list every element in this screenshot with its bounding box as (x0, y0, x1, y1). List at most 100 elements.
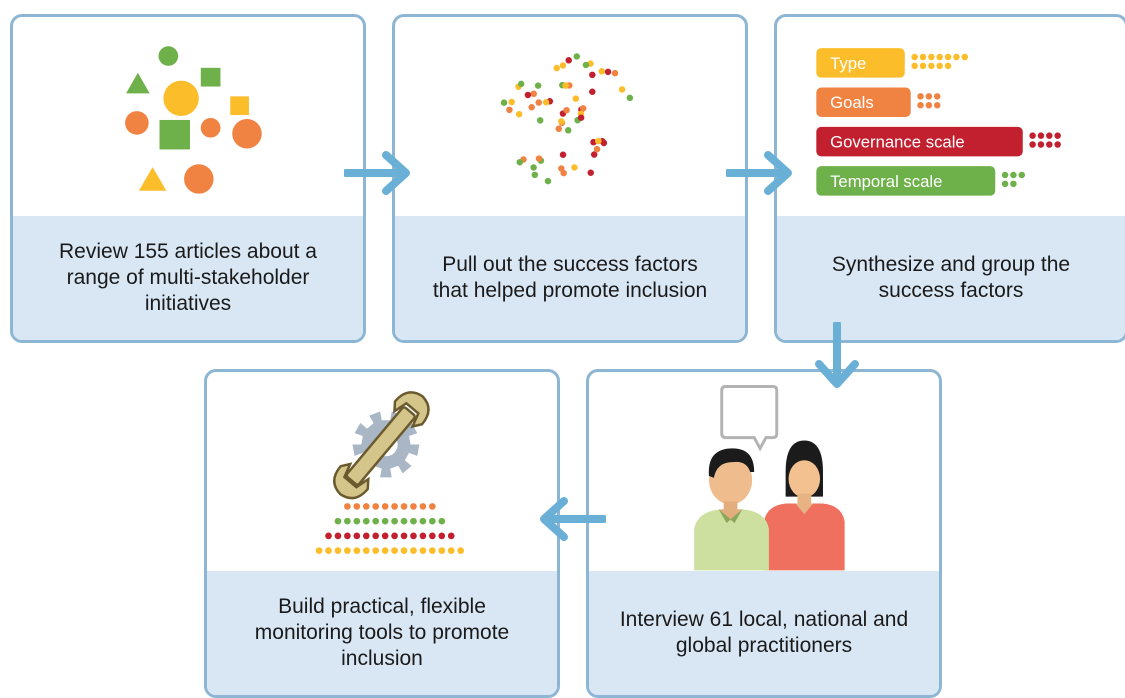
stack-dot (391, 547, 398, 554)
stack-dot (381, 517, 389, 525)
stack-dot (381, 547, 389, 554)
scatter-dot (565, 57, 572, 64)
scatter-dot (528, 104, 535, 111)
scatter-dot (593, 145, 601, 153)
stack-dot (428, 547, 436, 554)
stack-dot (438, 532, 446, 540)
factor-dot (936, 53, 943, 61)
stack-dot (325, 532, 332, 540)
stack-dot (410, 517, 417, 525)
factor-dot (1046, 141, 1053, 148)
factor-dot (917, 101, 924, 109)
stack-dot (362, 503, 370, 510)
scatter-dot (536, 117, 544, 124)
scatter-dot (611, 69, 619, 77)
stack-dot (344, 547, 351, 554)
stack-dot (334, 517, 342, 525)
factor-dot (1054, 132, 1061, 139)
stack-dot (410, 547, 417, 554)
factor-dot (961, 53, 969, 61)
stack-dot (325, 547, 332, 554)
stack-dot (381, 503, 389, 510)
stack-dot (400, 547, 408, 554)
scatter-dot (564, 127, 572, 134)
factor-group-type: Type (816, 48, 905, 78)
scatter-dot (563, 106, 570, 114)
stack-dot (438, 547, 446, 554)
arrow-left-icon (540, 497, 606, 541)
scatter-dot (562, 82, 569, 89)
stack-dot (419, 547, 427, 554)
stack-dot (447, 547, 455, 554)
scatter-dot (559, 62, 567, 69)
step-card-success-factors: Pull out the success factors that helped… (392, 14, 748, 343)
scatter-dot (524, 91, 532, 99)
factor-dot (953, 53, 960, 61)
scatter-dot (579, 105, 587, 112)
scatter-dot (544, 177, 552, 185)
scatter-dot (535, 99, 542, 106)
scatter-dot (530, 164, 537, 171)
stack-dot (410, 532, 417, 540)
factor-dot (944, 53, 952, 61)
stack-dot (419, 503, 427, 510)
scatter-dot (558, 118, 565, 125)
scatter-dot (587, 169, 594, 176)
factor-dot (1001, 171, 1009, 179)
arrow-down-icon (815, 322, 859, 388)
factor-dot (919, 53, 927, 61)
scatter-dot (534, 82, 542, 89)
scatter-dot (555, 125, 563, 133)
factor-group-temporal-scale: Temporal scale (816, 166, 996, 196)
stack-dot (391, 503, 398, 510)
stack-dot (372, 547, 380, 554)
stack-dot (362, 547, 370, 554)
stacked-dots-icon (315, 503, 464, 554)
step-card-review-articles: Review 155 articles about a range of mul… (10, 14, 366, 343)
scatter-dot (626, 94, 634, 102)
scatter-dot (572, 95, 580, 102)
factor-dot (928, 53, 935, 61)
scatter-dot (595, 137, 602, 145)
stack-dot (428, 532, 436, 540)
step-card-interview: Interview 61 local, national and global … (586, 369, 942, 698)
stack-dot (410, 503, 417, 510)
stack-dot (400, 517, 408, 525)
people-icon (694, 440, 845, 571)
stack-dot (400, 532, 408, 540)
factor-dot (911, 62, 918, 70)
factor-dot (1018, 171, 1026, 179)
grouped-bars-icon: Type Goals Governance scale Temporal sca… (816, 48, 1061, 196)
factor-label: Temporal scale (830, 172, 942, 191)
factor-dot (917, 93, 924, 100)
factor-dot (933, 101, 941, 109)
factor-dot (1054, 141, 1061, 148)
factor-dot (925, 93, 933, 100)
scatter-dot (535, 155, 543, 162)
stack-dot (353, 547, 361, 554)
scatter-dot (590, 151, 598, 158)
scatter-dot (506, 106, 513, 114)
stack-dot (419, 532, 427, 540)
wrench-icon (333, 391, 430, 500)
step-caption: Pull out the success factors that helped… (395, 216, 745, 340)
step-caption: Synthesize and group the success factors (777, 216, 1125, 340)
scattered-dots-icon (500, 53, 634, 185)
stack-dot (381, 532, 389, 540)
scatter-dot (589, 71, 596, 79)
factor-dot (1029, 132, 1036, 139)
stack-dot (438, 517, 446, 525)
scatter-dot (577, 114, 585, 121)
factor-dot (925, 101, 933, 109)
factor-dot (933, 93, 941, 100)
stack-dot (428, 503, 436, 510)
scatter-dot (589, 88, 596, 95)
stack-dot (372, 532, 380, 540)
speech-bubble-icon (720, 384, 779, 452)
stack-dot (334, 547, 342, 554)
scatter-dot (553, 64, 560, 72)
step-caption: Interview 61 local, national and global … (589, 571, 939, 695)
stack-dot (353, 503, 361, 510)
step-caption: Review 155 articles about a range of mul… (13, 216, 363, 340)
stack-dot (372, 517, 380, 525)
